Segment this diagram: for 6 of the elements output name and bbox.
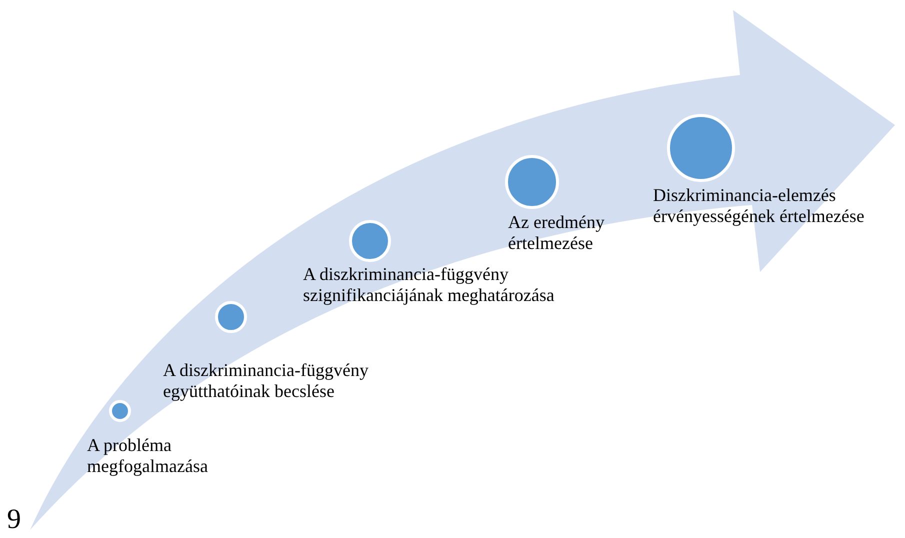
step-label: A probléma megfogalmazása [87,435,209,477]
step-label: Diszkriminancia-elemzés érvényességének értelmezése [653,185,866,227]
step-label: A diszkriminancia-függvény együtthatóinak becslése [163,360,370,402]
page-number: 9 [7,505,21,535]
step-label: A diszkriminancia-függvény szignifikanciájának meghatározása [303,264,556,306]
step-label: Az eredmény értelmezése [508,212,606,254]
